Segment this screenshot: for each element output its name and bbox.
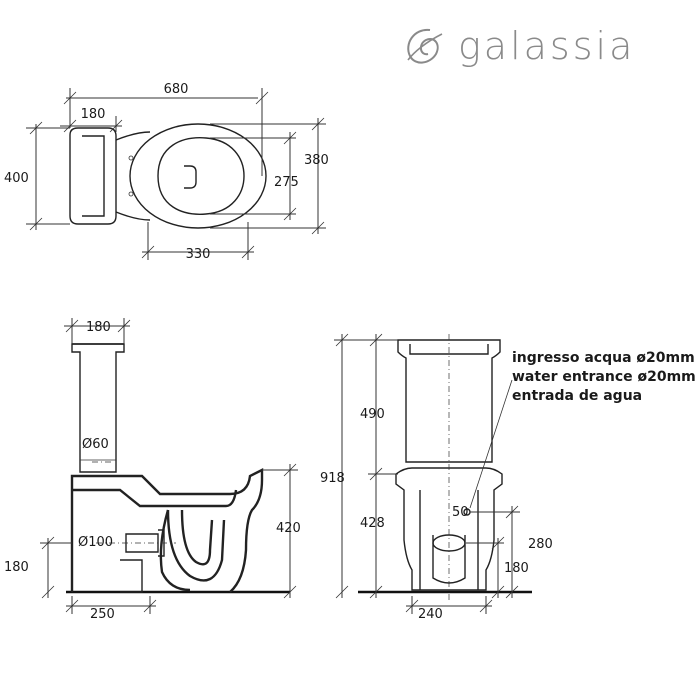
note-line-2: water entrance ø20mm — [512, 369, 696, 385]
front-view-tank — [397, 339, 501, 463]
top-view-seat — [157, 137, 245, 215]
side-view-trap — [166, 509, 226, 582]
note-line-1: ingresso acqua ø20mm — [512, 350, 695, 366]
dim-bowl-width: 380 — [304, 153, 329, 168]
dim-outlet-diameter: Ø100 — [78, 535, 113, 550]
brand-name: galassia — [458, 24, 636, 68]
top-view: 680 180 400 380 275 330 — [4, 82, 329, 262]
side-view-body — [70, 468, 264, 593]
brand-logo: galassia — [400, 22, 635, 70]
dim-bowl-length: 330 — [186, 247, 211, 262]
note-line-3: entrada de agua — [512, 388, 642, 404]
dim-flush-diameter: Ø60 — [82, 437, 109, 452]
dim-bowl-height: 420 — [276, 521, 301, 536]
top-view-bowl — [129, 123, 267, 229]
dim-outlet-height-side: 180 — [4, 560, 29, 575]
dim-inlet-size: 50 — [452, 505, 469, 520]
dim-outlet-distance: 250 — [90, 607, 115, 622]
dim-outlet-height-front: 180 — [504, 561, 529, 576]
front-view-pan — [395, 467, 503, 591]
dim-overall-width: 400 — [4, 171, 29, 186]
side-view: 180 Ø60 Ø100 180 420 250 — [4, 318, 301, 622]
top-view-tank — [69, 127, 117, 225]
dim-tank-depth-side: 180 — [86, 320, 111, 335]
galassia-logo-icon — [407, 28, 443, 64]
side-view-tank — [71, 343, 125, 473]
dim-inlet-height: 280 — [528, 537, 553, 552]
dim-base-width: 240 — [418, 607, 443, 622]
dim-tank-height: 490 — [360, 407, 385, 422]
front-view: 918 490 428 50 280 180 240 ingresso acqu… — [320, 333, 696, 622]
dim-tank-depth-top: 180 — [81, 107, 106, 122]
dim-overall-length: 680 — [164, 82, 189, 97]
dim-pan-height: 428 — [360, 516, 385, 531]
dim-total-height: 918 — [320, 471, 345, 486]
dim-seat-width: 275 — [274, 175, 299, 190]
